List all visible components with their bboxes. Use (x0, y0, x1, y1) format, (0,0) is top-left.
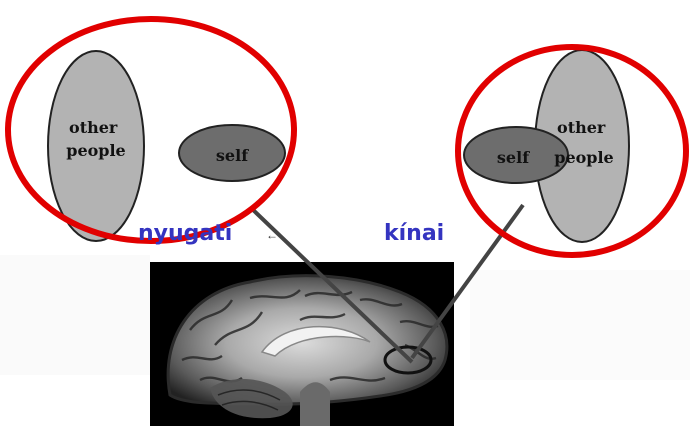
left-other-label-line1: other (69, 118, 118, 137)
left-other-label-line2: people (66, 141, 125, 160)
left-self-label: self (216, 146, 249, 165)
right-other-label-line1: other (557, 118, 606, 137)
right-panel-chinese: other people self (458, 47, 686, 255)
caption-western-arrow: ← (266, 228, 278, 242)
caption-western: nyugati (138, 221, 232, 246)
caption-chinese: kínai (384, 221, 444, 246)
brain-scan-image (150, 262, 454, 426)
left-panel-western: other people self (8, 19, 294, 241)
right-self-label: self (497, 148, 530, 167)
right-other-label-line2: people (554, 148, 613, 167)
